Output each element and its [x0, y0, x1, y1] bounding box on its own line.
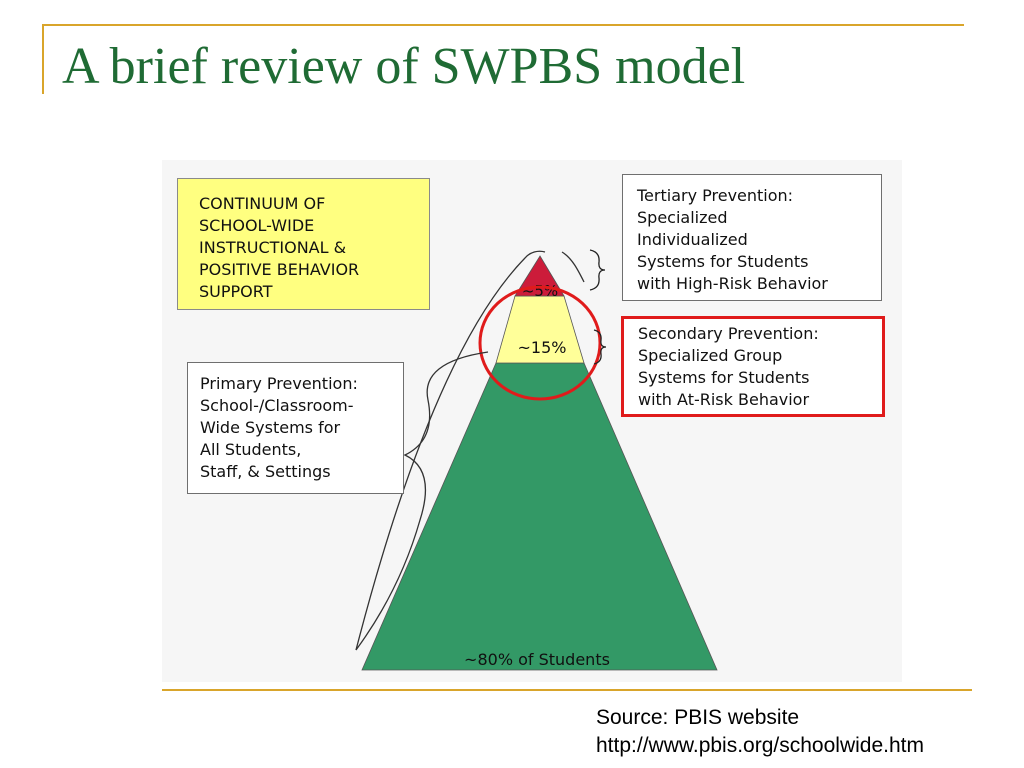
tier-top-label: ~5%: [522, 282, 558, 300]
tertiary-prevention-box: Tertiary Prevention: Specialized Individ…: [622, 174, 882, 301]
secondary-highlight-circle: [478, 285, 602, 401]
brace-secondary: [593, 329, 607, 365]
slide-title: A brief review of SWPBS model: [62, 38, 746, 95]
brace-primary: [355, 351, 489, 651]
continuum-box: CONTINUUM OF SCHOOL-WIDE INSTRUCTIONAL &…: [177, 178, 430, 310]
source-citation: Source: PBIS website http://www.pbis.org…: [596, 704, 924, 760]
footer-divider-line: [162, 689, 972, 691]
primary-prevention-box: Primary Prevention: School-/Classroom- W…: [187, 362, 404, 494]
tier-top-red: [514, 255, 565, 297]
pyramid-outline-right: [561, 251, 585, 283]
tier-bottom-label: ~80% of Students: [464, 650, 610, 669]
title-frame-top-line: [42, 24, 964, 26]
secondary-prevention-box: Secondary Prevention: Specialized Group …: [621, 316, 885, 417]
title-frame-left-line: [42, 24, 44, 94]
source-url: http://www.pbis.org/schoolwide.htm: [596, 734, 924, 757]
tier-middle-label: ~15%: [518, 338, 567, 357]
pyramid-outline-left: [355, 250, 546, 651]
brace-tertiary: [589, 249, 606, 291]
source-line: Source: PBIS website: [596, 706, 800, 729]
